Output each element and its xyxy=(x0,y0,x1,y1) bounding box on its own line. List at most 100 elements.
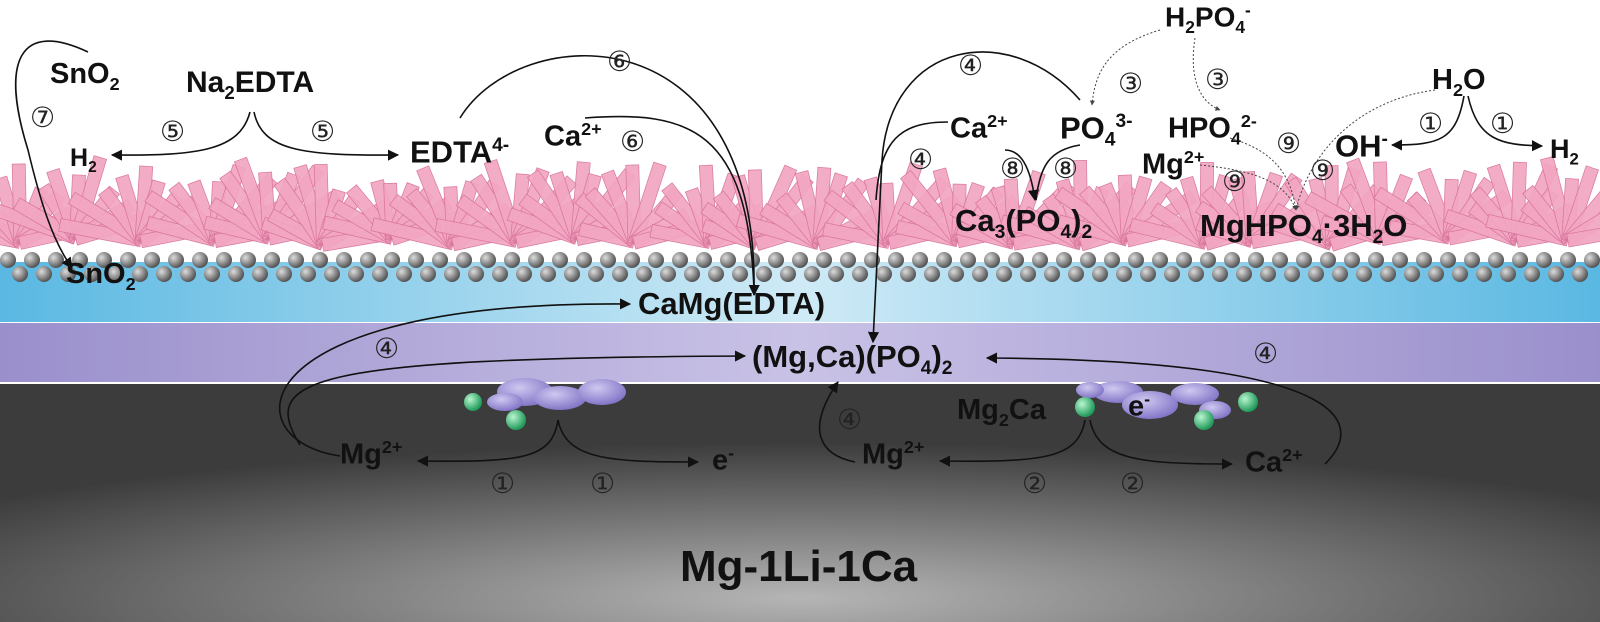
sno2-particle xyxy=(408,252,424,268)
sno2-particle xyxy=(936,252,952,268)
sno2-particle xyxy=(240,252,256,268)
label-e-left: e- xyxy=(712,443,735,477)
sno2-particle xyxy=(540,266,556,282)
step-number-1-h2o-left: ① xyxy=(1418,107,1444,140)
step-number-5-left: ⑤ xyxy=(160,115,186,148)
arrow-step-4-po4 xyxy=(867,51,1081,344)
sno2-particle xyxy=(1404,266,1420,282)
sno2-particle xyxy=(696,252,712,268)
sno2-particle xyxy=(600,252,616,268)
sno2-particle xyxy=(36,266,52,282)
sno2-particle xyxy=(576,252,592,268)
sno2-particle xyxy=(1092,266,1108,282)
label-na2edta: Na2EDTA xyxy=(186,66,315,103)
sno2-particle xyxy=(492,266,508,282)
sno2-particle xyxy=(444,266,460,282)
step-number-6-mid: ⑥ xyxy=(620,125,646,158)
sno2-particle xyxy=(792,252,808,268)
sno2-particle xyxy=(1104,252,1120,268)
sno2-particle xyxy=(96,252,112,268)
step-number-1-e: ① xyxy=(590,467,616,500)
sno2-particle xyxy=(1164,266,1180,282)
sno2-particle xyxy=(996,266,1012,282)
sno2-particle xyxy=(564,266,580,282)
step-number-8-right: ⑧ xyxy=(1053,152,1079,185)
step-number-7: ⑦ xyxy=(30,101,56,134)
label-h2o: H2O xyxy=(1432,64,1486,100)
sno2-particle xyxy=(432,252,448,268)
sno2-particle xyxy=(1368,252,1384,268)
step-number-6-top: ⑥ xyxy=(607,45,633,78)
sno2-particle xyxy=(204,266,220,282)
sno2-particle xyxy=(1284,266,1300,282)
sno2-particle xyxy=(1452,266,1468,282)
label-ca2-bottom: Ca2+ xyxy=(1245,445,1303,479)
sno2-particle xyxy=(324,266,340,282)
sno2-particle xyxy=(924,266,940,282)
sno2-particle xyxy=(120,252,136,268)
sno2-particle xyxy=(24,252,40,268)
sno2-particle xyxy=(1428,266,1444,282)
sno2-particle xyxy=(1152,252,1168,268)
label-mghpo4-3h2o: MgHPO4·3H2O xyxy=(1200,208,1408,249)
sno2-particle xyxy=(1212,266,1228,282)
sno2-particle xyxy=(1044,266,1060,282)
sno2-particle xyxy=(372,266,388,282)
label-oh: OH- xyxy=(1335,128,1388,164)
sno2-particle xyxy=(588,266,604,282)
sno2-particle xyxy=(1188,266,1204,282)
label-mgca-po4: (Mg,Ca)(PO4)2 xyxy=(752,339,953,380)
step-number-1-mg: ① xyxy=(490,467,516,500)
sno2-particle xyxy=(804,266,820,282)
sno2-particle xyxy=(504,252,520,268)
sno2-particle xyxy=(192,252,208,268)
sno2-particle xyxy=(624,252,640,268)
sno2-particle xyxy=(108,266,124,282)
sno2-particle xyxy=(1248,252,1264,268)
sno2-particle xyxy=(252,266,268,282)
sno2-particle xyxy=(1116,266,1132,282)
arrow-step-5-left xyxy=(110,111,251,161)
sno2-particle xyxy=(636,266,652,282)
arrow-step-4-ca xyxy=(875,121,949,201)
label-ca3po42: Ca3(PO4)2 xyxy=(955,203,1093,244)
label-edta4: EDTA4- xyxy=(410,134,510,170)
label-sno2-bottom: SnO2 xyxy=(66,258,136,294)
sno2-particle xyxy=(888,252,904,268)
step-number-3-right: ③ xyxy=(1205,63,1231,96)
sno2-particle xyxy=(756,266,772,282)
label-h2po4: H2PO4- xyxy=(1165,0,1251,37)
sno2-particle xyxy=(1260,266,1276,282)
sno2-particle xyxy=(612,266,628,282)
arrow-step-3-po4 xyxy=(1089,29,1161,106)
sno2-particle xyxy=(144,252,160,268)
mghpo4-crystal-layer xyxy=(0,155,1600,252)
sno2-particle xyxy=(1500,266,1516,282)
label-mg2-left: Mg2+ xyxy=(340,437,403,471)
sno2-particle-layer xyxy=(0,252,1600,282)
sno2-particle xyxy=(732,266,748,282)
arrow-step-7 xyxy=(15,40,89,269)
sno2-particle xyxy=(1548,266,1564,282)
sno2-particle xyxy=(1476,266,1492,282)
sno2-particle xyxy=(1356,266,1372,282)
sno2-particle xyxy=(1572,266,1588,282)
sno2-particle xyxy=(72,252,88,268)
arrow-step-2-mg xyxy=(938,419,1086,467)
sno2-particle xyxy=(528,252,544,268)
sno2-particle xyxy=(1128,252,1144,268)
sno2-particle xyxy=(864,252,880,268)
sno2-particle xyxy=(1584,252,1600,268)
sno2-particle xyxy=(660,266,676,282)
step-number-4-ca: ④ xyxy=(908,143,934,176)
sno2-particle xyxy=(1068,266,1084,282)
step-number-9-b: ⑨ xyxy=(1222,165,1248,198)
sno2-particle xyxy=(1200,252,1216,268)
sno2-particle xyxy=(1524,266,1540,282)
sno2-particle xyxy=(672,252,688,268)
sno2-particle xyxy=(12,266,28,282)
sno2-particle xyxy=(1056,252,1072,268)
label-po4: PO43- xyxy=(1060,110,1133,151)
label-ca2-mid: Ca2+ xyxy=(544,119,602,153)
